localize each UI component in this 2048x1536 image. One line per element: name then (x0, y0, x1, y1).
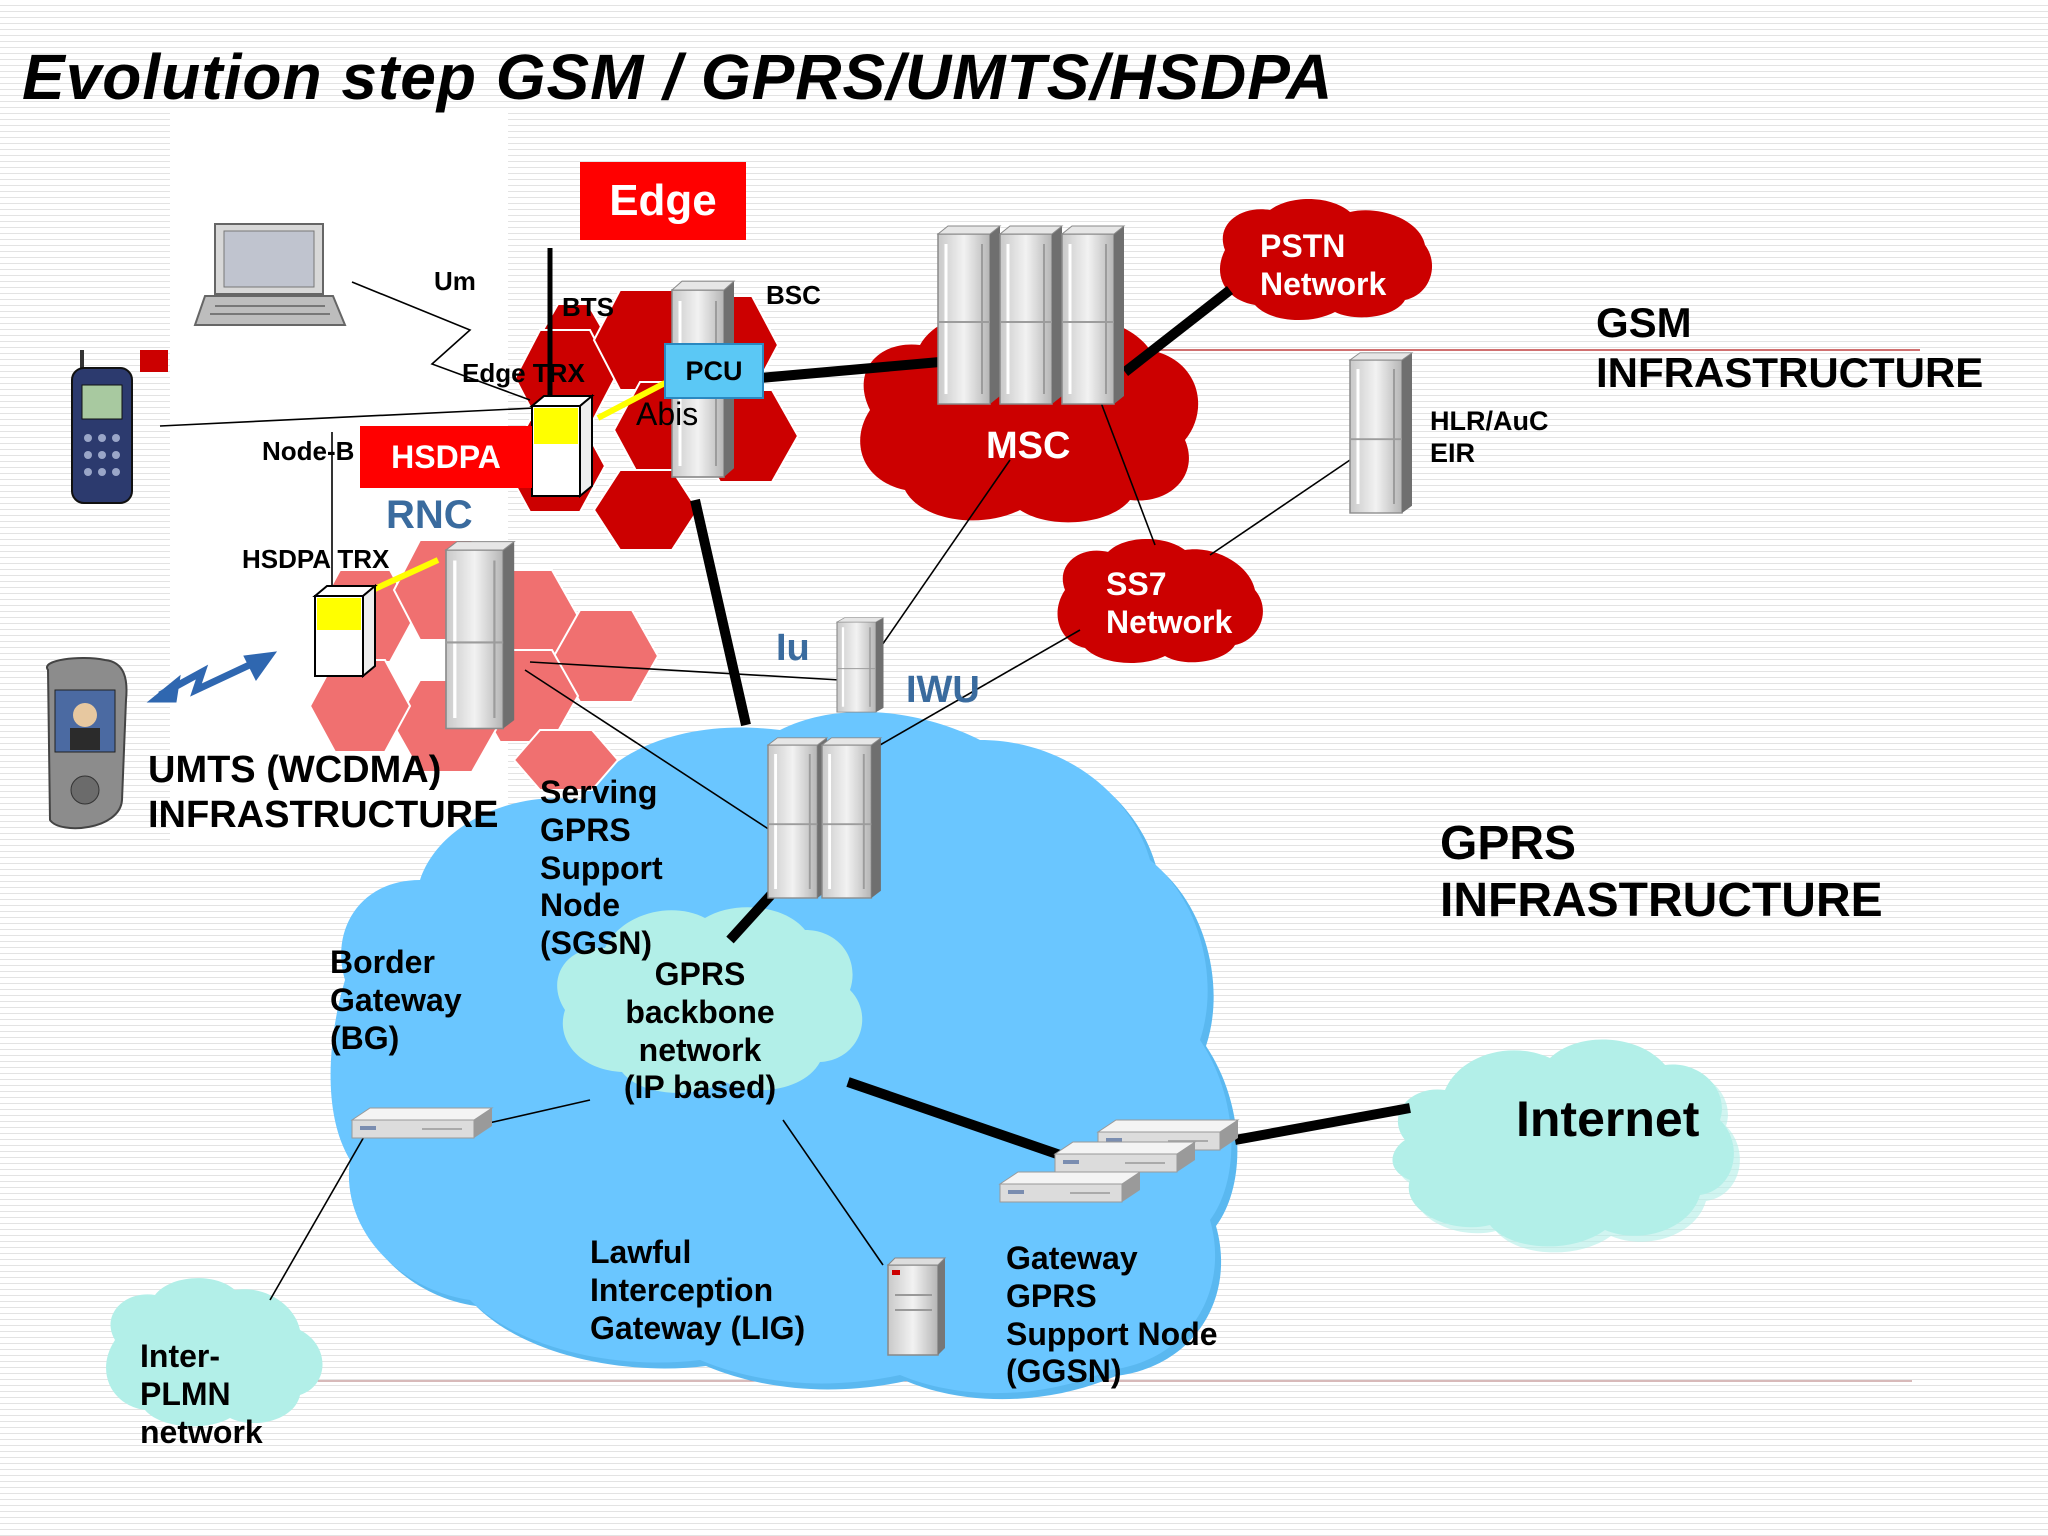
iwu-label: IWU (906, 669, 980, 711)
internet-label: Internet (1516, 1091, 1700, 1147)
msc-label: MSC (986, 425, 1071, 467)
ggsn-router-icon-3 (999, 1171, 1141, 1203)
lig-label: Lawful Interception Gateway (LIG) (590, 1234, 806, 1346)
rnc-server-icon (444, 539, 516, 731)
page-title: Evolution step GSM / GPRS/UMTS/HSDPA (22, 41, 1334, 113)
mobile-phone-icon (71, 350, 133, 504)
gsm-infrastructure-label: GSM INFRASTRUCTURE (1596, 299, 1984, 396)
gsm-phone-link (159, 407, 536, 427)
iu-label: Iu (776, 627, 810, 669)
sgsn-server-icon (766, 736, 829, 900)
border-gateway-label: Border Gateway (BG) (330, 944, 462, 1056)
gprs-backbone-cloud (557, 907, 863, 1093)
video-phone-icon (46, 657, 128, 830)
edge-trx-box (529, 393, 595, 499)
laptop-icon (193, 223, 347, 326)
bg-backbone-link (479, 1099, 591, 1126)
bsc-sgsn-link (690, 498, 751, 727)
ss7-sgsn-link (879, 629, 1081, 746)
pcu-box: PCU (664, 343, 764, 399)
inter-plmn-label: Inter- PLMN network (140, 1338, 263, 1450)
iwu-server-icon (835, 616, 885, 714)
um-radio-link (351, 281, 531, 401)
msc-pstn-link (1121, 286, 1234, 376)
um-label: Um (434, 266, 476, 296)
backbone-lig-link (782, 1119, 884, 1266)
msc-server-icon-1 (936, 224, 1002, 406)
abis-label: Abis (636, 396, 699, 432)
bsc-label: BSC (766, 280, 821, 310)
msc-iwu-link (879, 459, 1011, 649)
hsdpa-trx-label: HSDPA TRX (242, 544, 390, 574)
rnc-sgsn-link (524, 669, 771, 831)
ggsn-label: Gateway GPRS Support Node (GGSN) (1006, 1240, 1218, 1390)
umts-infrastructure-label: UMTS (WCDMA) INFRASTRUCTURE (148, 749, 499, 836)
hlr-server-icon (1348, 351, 1414, 515)
hsdpa-badge: HSDPA (360, 426, 532, 488)
hlr-ss7-link (1209, 459, 1351, 556)
lig-server-icon (886, 1257, 947, 1356)
hlr-label: HLR/AuC EIR (1430, 406, 1549, 468)
ggsn-internet-link (1234, 1103, 1411, 1145)
lightning-arrow-icon (146, 651, 278, 703)
rnc-iwu-link (529, 661, 841, 681)
bg-interplmn-link (269, 1134, 366, 1301)
msc-ss7-link (1099, 399, 1156, 546)
bg-router-icon (351, 1107, 493, 1139)
edge-trx-label: Edge TRX (462, 358, 585, 388)
ggsn-router-icon-2 (1054, 1141, 1196, 1173)
ss7-label: SS7 Network (1106, 566, 1233, 640)
hsdpa-trx-box (312, 583, 378, 679)
ss7-cloud (1057, 538, 1263, 663)
bts-label: BTS (562, 292, 614, 322)
pcu-msc-link (759, 357, 941, 383)
backbone-ggsn-link (846, 1077, 1062, 1160)
gprs-backbone-label: GPRS backbone network (IP based) (623, 956, 777, 1106)
gprs-infrastructure-label: GPRS INFRASTRUCTURE (1440, 817, 1883, 927)
pstn-label: PSTN Network (1260, 228, 1387, 302)
rnc-label: RNC (386, 493, 473, 537)
sgsn-label: Serving GPRS Support Node (SGSN) (540, 774, 663, 961)
edge-badge: Edge (580, 162, 746, 240)
pstn-cloud (1219, 198, 1433, 321)
inter-plmn-cloud (106, 1278, 323, 1427)
node-b-label: Node-B (262, 436, 355, 466)
